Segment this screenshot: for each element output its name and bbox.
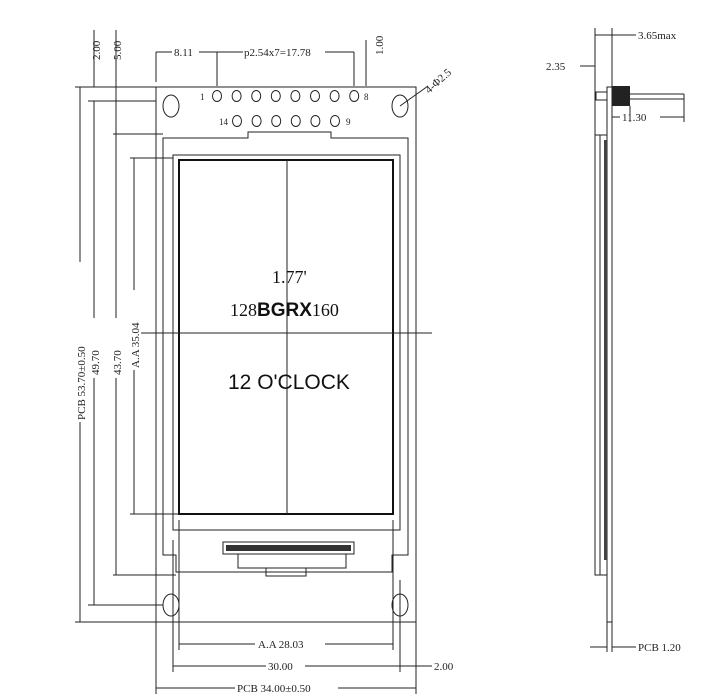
dim-pcb-width: PCB 34.00±0.50 (237, 683, 311, 695)
pcb-outline (155, 86, 417, 623)
side-pin-header (612, 86, 630, 106)
dim-width-30: 30.00 (268, 661, 293, 673)
dim-height-49: 49.70 (90, 350, 102, 375)
dim-hole-callout: 4-Φ2.5 (423, 66, 454, 96)
dim-pin-pitch: p2.54x7=17.78 (244, 47, 311, 59)
dim-top-left: 8.11 (174, 47, 193, 59)
side-view: 3.65max 2.35 11.30 PCB 1.20 (546, 28, 685, 654)
mount-hole-bottom-left (162, 593, 180, 617)
dim-pcb-height: PCB 53.70±0.50 (76, 346, 88, 420)
pin-top-5 (290, 90, 301, 102)
dim-left-5: 5.00 (112, 40, 124, 60)
dim-active-height: A.A 35.04 (130, 322, 142, 368)
pin-label-9: 9 (346, 117, 351, 127)
resolution-label: 128BGRX160 (230, 300, 339, 321)
dim-height-43: 43.70 (112, 350, 124, 375)
resolution-prefix: 128 (230, 300, 257, 320)
pin-label-14: 14 (219, 117, 229, 127)
pin-top-4 (270, 90, 281, 102)
mount-hole-top-right (391, 94, 409, 118)
dim-active-width: A.A 28.03 (258, 639, 304, 651)
dim-pcb-thickness: PCB 1.20 (638, 642, 681, 654)
resolution-suffix: 160 (312, 300, 339, 320)
resolution-mid: BGRX (257, 300, 312, 321)
screen-size-label: 1.77' (272, 267, 307, 287)
pin-top-7 (329, 90, 340, 102)
pin-top-6 (310, 90, 320, 102)
pin-bottom-6 (330, 115, 340, 127)
pin-bottom-2 (251, 115, 262, 127)
front-dimensions: 8.11 p2.54x7=17.78 1.00 4-Φ2.5 2.00 5.00… (74, 30, 454, 695)
pin-top-3 (251, 90, 262, 102)
active-area (178, 159, 394, 515)
side-pcb (606, 86, 613, 623)
pin-label-8: 8 (364, 92, 369, 102)
pin-label-1: 1 (200, 92, 205, 102)
pin-top-8 (349, 90, 360, 102)
pin-top-2 (231, 90, 242, 102)
panel-outline (162, 131, 409, 573)
display-frame (172, 154, 401, 531)
pin-bottom-4 (290, 115, 301, 127)
pin-top-1 (212, 90, 222, 102)
pin-bottom-3 (271, 115, 282, 127)
pin-row-bottom (232, 115, 340, 127)
dim-pin-length: 11.30 (622, 112, 647, 124)
mount-hole-top-left (162, 94, 180, 118)
pin-bottom-5 (310, 115, 321, 127)
dim-top-right: 1.00 (374, 35, 386, 55)
dim-bottom-right: 2.00 (434, 661, 454, 673)
orientation-label: 12 O'CLOCK (228, 371, 350, 394)
fpc-connector (222, 541, 355, 577)
front-view: 1 8 14 9 1.77' 128BGRX160 12 O'CLOCK (140, 86, 432, 623)
dim-pin-offset: 2.35 (546, 61, 566, 73)
dim-left-2: 2.00 (91, 40, 103, 60)
pin-row-top (212, 90, 360, 102)
pin-bottom-1 (232, 115, 242, 127)
dim-max-thickness: 3.65max (638, 30, 677, 42)
